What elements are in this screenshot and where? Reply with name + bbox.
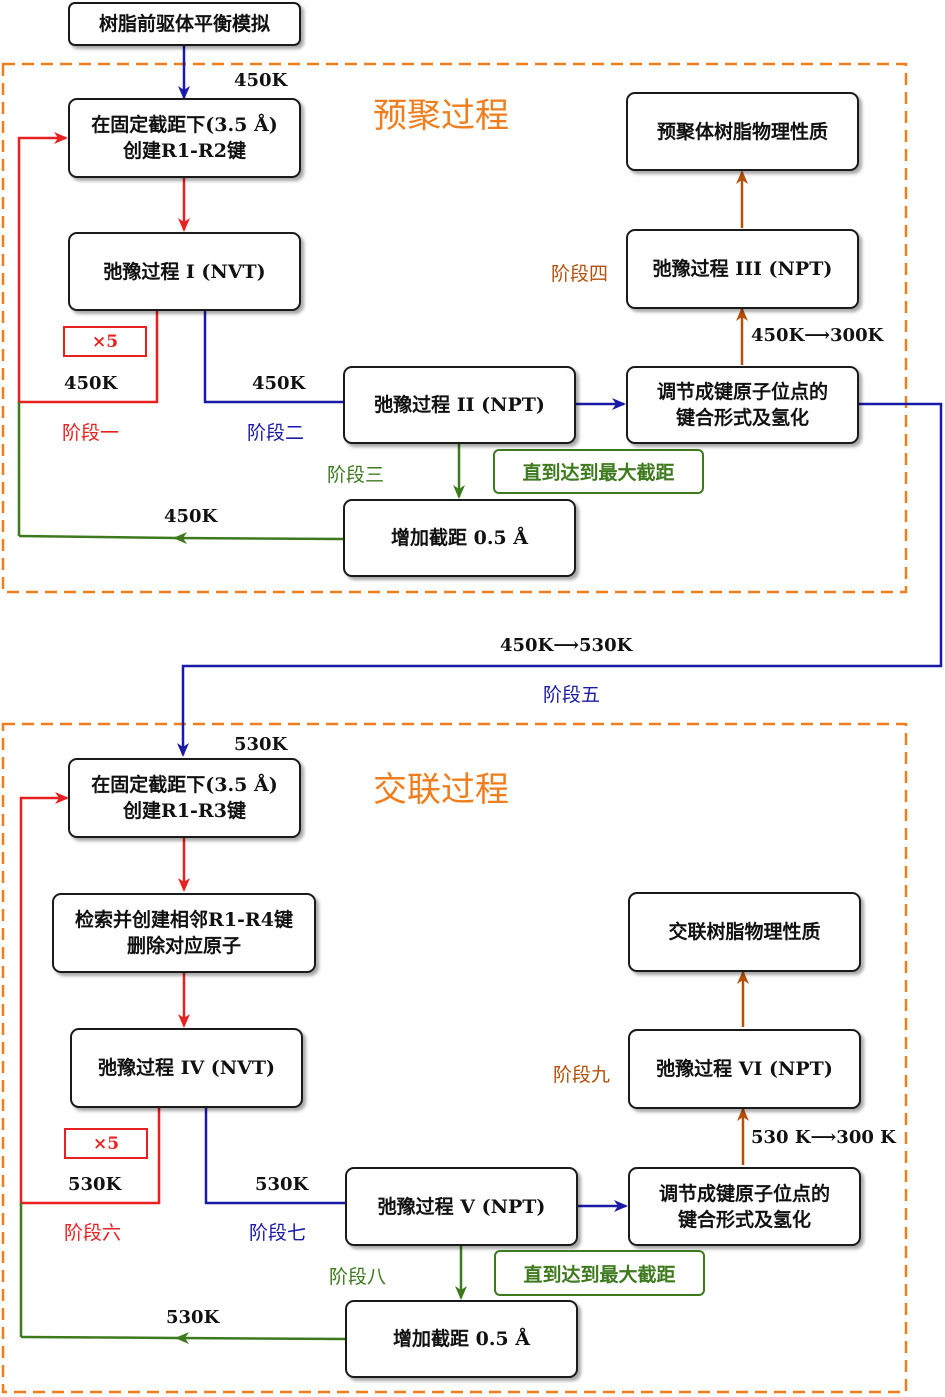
prepoly-adjust-box: 调节成键原子位点的 键合形式及氢化	[626, 366, 859, 444]
relax1-label: 弛豫过程 I (NVT)	[103, 260, 266, 283]
stage2-label: 阶段二	[247, 422, 305, 444]
stage3-label: 阶段三	[327, 464, 385, 486]
crosslink-create-bond-box: 在固定截距下(3.5 Å) 创建R1-R3键	[68, 758, 301, 838]
prepoly-create-bond-line1: 在固定截距下(3.5 Å)	[91, 114, 278, 136]
crosslink-repeat-label: ×5	[92, 1133, 120, 1154]
stage7-label: 阶段七	[249, 1222, 307, 1244]
path-blue-stage7	[204, 1108, 345, 1205]
crosslink-frame	[1, 722, 908, 1394]
crosslink-adjust-line1: 调节成键原子位点的	[658, 1182, 830, 1205]
crosslink-until-max-tag: 直到达到最大截距	[494, 1250, 705, 1296]
stage5-label: 阶段五	[543, 684, 601, 706]
transition-temp: 450K⟶530K	[500, 635, 633, 656]
arrow-increase-back-2	[175, 1332, 346, 1345]
crosslink-props-box: 交联树脂物理性质	[628, 892, 861, 972]
prepoly-props-label: 预聚体树脂物理性质	[656, 120, 828, 143]
crosslink-adjust-box: 调节成键原子位点的 键合形式及氢化	[628, 1167, 861, 1246]
prepoly-temp-loop: 450K	[64, 373, 118, 394]
prepoly-until-max-tag: 直到达到最大截距	[493, 449, 704, 494]
stage4-label: 阶段四	[551, 263, 609, 285]
relax5-label: 弛豫过程 V (NPT)	[377, 1195, 546, 1218]
prepoly-until-max-label: 直到达到最大截距	[522, 462, 675, 484]
prepoly-increase-label: 增加截距 0.5 Å	[390, 527, 529, 549]
prepoly-temp-stage2: 450K	[252, 373, 306, 394]
line-green-return	[18, 534, 177, 540]
relax1-box: 弛豫过程 I (NVT)	[68, 232, 301, 311]
crosslink-increase-box: 增加截距 0.5 Å	[345, 1300, 578, 1378]
prepoly-adjust-line1: 调节成键原子位点的	[656, 381, 828, 403]
crosslink-increase-label: 增加截距 0.5 Å	[392, 1328, 531, 1350]
prepoly-repeat-label: ×5	[91, 331, 119, 352]
prepoly-props-box: 预聚体树脂物理性质	[626, 92, 859, 171]
relax5-box: 弛豫过程 V (NPT)	[345, 1167, 578, 1246]
start-box: 树脂前驱体平衡模拟	[68, 2, 301, 46]
line-green-return-2	[20, 1335, 179, 1340]
relax4-box: 弛豫过程 IV (NVT)	[70, 1028, 303, 1108]
prepoly-repeat-tag: ×5	[63, 326, 147, 357]
relax3-label: 弛豫过程 III (NPT)	[652, 258, 833, 280]
start-box-label: 树脂前驱体平衡模拟	[98, 13, 270, 35]
arrow-increase-back	[173, 532, 344, 545]
crosslink-search-bond-line2: 删除对应原子	[126, 935, 241, 957]
prepoly-frame	[1, 62, 908, 594]
path-blue-stage5	[177, 402, 943, 757]
prepoly-create-bond-line2: 创建R1-R2键	[123, 140, 246, 162]
relax6-label: 弛豫过程 VI (NPT)	[656, 1058, 833, 1080]
crosslink-search-bond-box: 检索并创建相邻R1-R4键 删除对应原子	[52, 893, 316, 973]
crosslink-repeat-tag: ×5	[64, 1128, 148, 1159]
stage9-label: 阶段九	[553, 1064, 611, 1086]
prepoly-create-bond-box: 在固定截距下(3.5 Å) 创建R1-R2键	[68, 98, 301, 178]
crosslink-create-bond-line2: 创建R1-R3键	[123, 800, 246, 822]
crosslink-temp-cool: 530 K⟶300 K	[751, 1127, 896, 1148]
relax3-box: 弛豫过程 III (NPT)	[626, 229, 859, 309]
crosslink-search-bond-line1: 检索并创建相邻R1-R4键	[75, 909, 293, 931]
prepoly-adjust-line2: 键合形式及氢化	[675, 407, 809, 429]
crosslink-temp-back: 530K	[166, 1307, 220, 1328]
prepoly-title: 预聚过程	[373, 96, 509, 136]
relax6-box: 弛豫过程 VI (NPT)	[628, 1029, 861, 1109]
crosslink-create-bond-line1: 在固定截距下(3.5 Å)	[91, 774, 278, 796]
crosslink-temp-stage7: 530K	[255, 1174, 309, 1195]
prepoly-increase-box: 增加截距 0.5 Å	[343, 499, 576, 577]
stage6-label: 阶段六	[64, 1222, 122, 1244]
prepoly-temp-back: 450K	[164, 506, 218, 527]
relax4-label: 弛豫过程 IV (NVT)	[97, 1057, 276, 1079]
stage8-label: 阶段八	[329, 1266, 387, 1288]
prepoly-temp-cool: 450K⟶300K	[751, 325, 884, 346]
crosslink-temp-loop: 530K	[68, 1174, 122, 1195]
relax2-label: 弛豫过程 II (NPT)	[374, 394, 545, 416]
relax2-box: 弛豫过程 II (NPT)	[343, 366, 576, 444]
stage1-label: 阶段一	[62, 422, 120, 444]
prepoly-temp-top: 450K	[234, 70, 288, 91]
crosslink-temp-top: 530K	[234, 734, 288, 755]
crosslink-adjust-line2: 键合形式及氢化	[677, 1208, 811, 1231]
crosslink-props-label: 交联树脂物理性质	[668, 921, 821, 943]
crosslink-title: 交联过程	[373, 770, 509, 810]
crosslink-until-max-label: 直到达到最大截距	[523, 1263, 676, 1286]
path-blue-stage2	[203, 311, 343, 404]
